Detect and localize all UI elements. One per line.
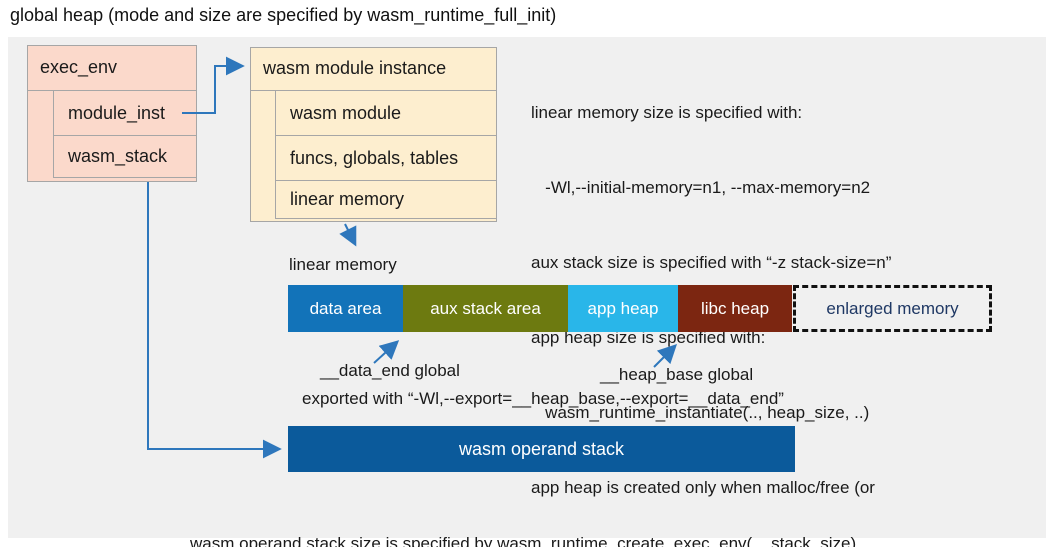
heap-base-global-label: __heap_base global (600, 365, 754, 384)
module-instance-field-linear-memory: linear memory (275, 180, 497, 219)
segment-enlarged-memory: enlarged memory (793, 285, 992, 332)
exec-env-field-wasm-stack: wasm_stack (53, 135, 197, 178)
segment-libc-heap: libc heap (678, 285, 792, 332)
module-instance-field-wasm-module: wasm module (275, 90, 497, 136)
exec-env-divider (27, 90, 54, 91)
note-line: aux stack size is specified with “-z sta… (531, 253, 892, 272)
segment-data-area: data area (288, 285, 403, 332)
operand-stack-notes: wasm operand stack size is specified by … (190, 481, 856, 547)
module-instance-divider (250, 90, 276, 91)
segment-aux-stack-area: aux stack area (403, 285, 568, 332)
exported-with-label: exported with “-Wl,--export=__heap_base,… (302, 389, 784, 408)
note-line: app heap is created only when malloc/fre… (531, 478, 875, 497)
size-notes: linear memory size is specified with: -W… (531, 50, 891, 547)
exec-env-field-module-inst: module_inst (53, 90, 197, 136)
exec-env-title: exec_env (40, 57, 118, 77)
segment-app-heap: app heap (568, 285, 678, 332)
module-instance-field-funcs-globals-tables: funcs, globals, tables (275, 135, 497, 181)
note-line: wasm_runtime_instantiate(.., heap_size, … (531, 403, 870, 422)
data-end-global-label: __data_end global (320, 361, 460, 380)
note-line: linear memory size is specified with: (531, 103, 803, 122)
module-instance-title: wasm module instance (263, 58, 447, 78)
note-line: wasm operand stack size is specified by … (190, 534, 857, 547)
note-line: -Wl,--initial-memory=n1, --max-memory=n2 (531, 178, 871, 197)
note-line: app heap size is specified with: (531, 328, 766, 347)
linear-memory-label: linear memory (289, 255, 397, 274)
wasm-operand-stack-bar: wasm operand stack (288, 426, 795, 472)
diagram-title: global heap (mode and size are specified… (10, 5, 557, 25)
linear-memory-bar: data area aux stack area app heap libc h… (288, 285, 792, 332)
